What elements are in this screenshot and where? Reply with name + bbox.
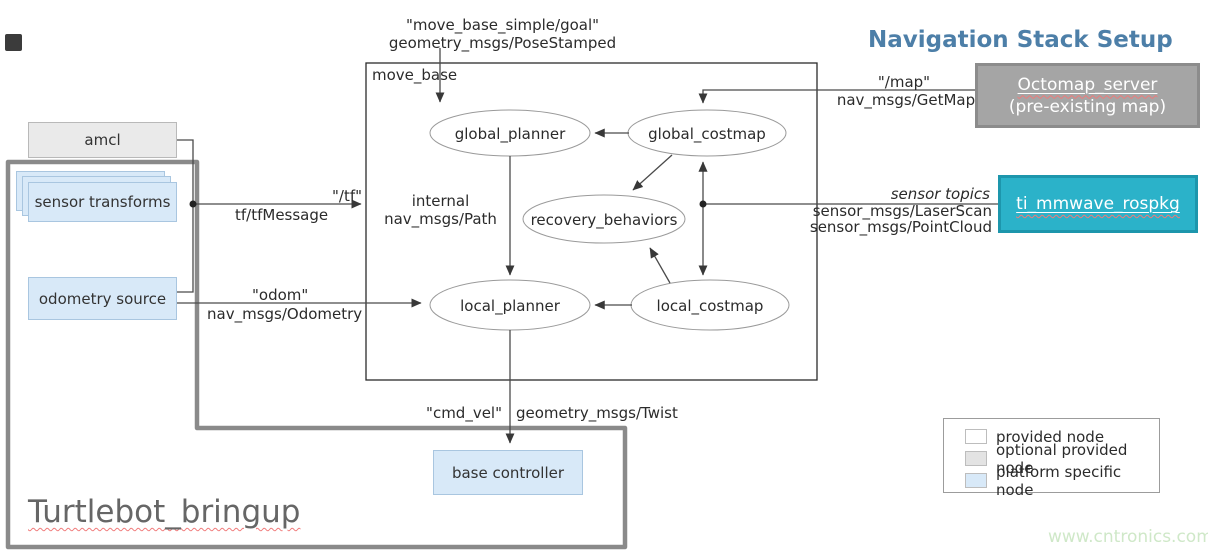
sensor-type1-label: sensor_msgs/LaserScan xyxy=(812,202,992,220)
sensor-topics-label: sensor topics xyxy=(890,185,990,203)
page-title: Navigation Stack Setup xyxy=(868,27,1173,53)
tf-type-label: tf/tfMessage xyxy=(235,206,329,224)
goal-topic-label: "move_base_simple/goal" geometry_msgs/Po… xyxy=(375,16,630,52)
local-planner-label: local_planner xyxy=(460,297,560,315)
octomap-server-subtitle: (pre-existing map) xyxy=(1008,96,1167,117)
legend-label: provided node xyxy=(996,427,1105,446)
corner-marker xyxy=(5,34,22,51)
odom-type-label: nav_msgs/Odometry xyxy=(207,305,363,323)
move-base-box xyxy=(365,62,818,381)
goal-topic-type: geometry_msgs/PoseStamped xyxy=(388,34,617,52)
tf-topic-label: "/tf" xyxy=(332,187,363,205)
legend-row-optional: optional provided node xyxy=(965,441,1159,477)
goal-topic-name: "move_base_simple/goal" xyxy=(405,16,600,34)
internal-note: internal nav_msgs/Path xyxy=(378,192,503,228)
legend-row-platform: platform specific node xyxy=(965,463,1159,499)
tf-junction-dot xyxy=(189,200,197,208)
sensor-junction-dot xyxy=(699,200,707,208)
legend-label: optional provided node xyxy=(996,440,1128,477)
odometry-source-node: odometry source xyxy=(28,277,177,320)
map-arrow xyxy=(698,89,975,104)
sensor-type2-label: sensor_msgs/PointCloud xyxy=(809,218,992,236)
turtlebot-bringup-label: Turtlebot_bringup xyxy=(28,494,301,530)
map-type-label: nav_msgs/GetMap xyxy=(836,91,976,109)
global-costmap-label: global_costmap xyxy=(648,125,766,143)
amcl-odometry-connector xyxy=(177,139,194,293)
localcostmap-to-recovery-arrow xyxy=(649,247,671,284)
watermark: www.cntronics.com xyxy=(1048,527,1208,547)
global-planner-label: global_planner xyxy=(454,125,566,143)
internal-note-line2: nav_msgs/Path xyxy=(384,210,497,228)
legend-label: platform specific node xyxy=(996,462,1122,499)
internal-note-line1: internal xyxy=(411,192,470,210)
amcl-node: amcl xyxy=(28,122,177,158)
cmdvel-topic-label: "cmd_vel" xyxy=(426,404,502,422)
ti-mmwave-node: ti_mmwave_rospkg xyxy=(998,175,1198,233)
sensor-transforms-node: sensor transforms xyxy=(28,182,177,222)
local-costmap-label: local_costmap xyxy=(656,297,764,315)
platform-node-swatch xyxy=(965,473,987,488)
move-base-label: move_base xyxy=(372,66,458,84)
recovery-behaviors-ellipse xyxy=(522,194,686,244)
octomap-server-node: Octomap_server (pre-existing map) xyxy=(975,63,1200,128)
legend-row-provided: provided node xyxy=(965,426,1159,447)
turtlebot-bringup-container xyxy=(5,159,628,550)
globalcostmap-to-recovery-arrow xyxy=(632,154,673,191)
map-topic-label: "/map" xyxy=(877,73,931,91)
octomap-server-title: Octomap_server xyxy=(1017,74,1158,95)
provided-node-swatch xyxy=(965,429,987,444)
legend: provided node optional provided node pla… xyxy=(943,418,1160,499)
base-controller-node: base controller xyxy=(433,450,583,495)
odom-topic-label: "odom" xyxy=(252,286,309,304)
recovery-behaviors-label: recovery_behaviors xyxy=(530,211,678,229)
optional-node-swatch xyxy=(965,451,987,466)
cmdvel-type-label: geometry_msgs/Twist xyxy=(516,404,678,422)
